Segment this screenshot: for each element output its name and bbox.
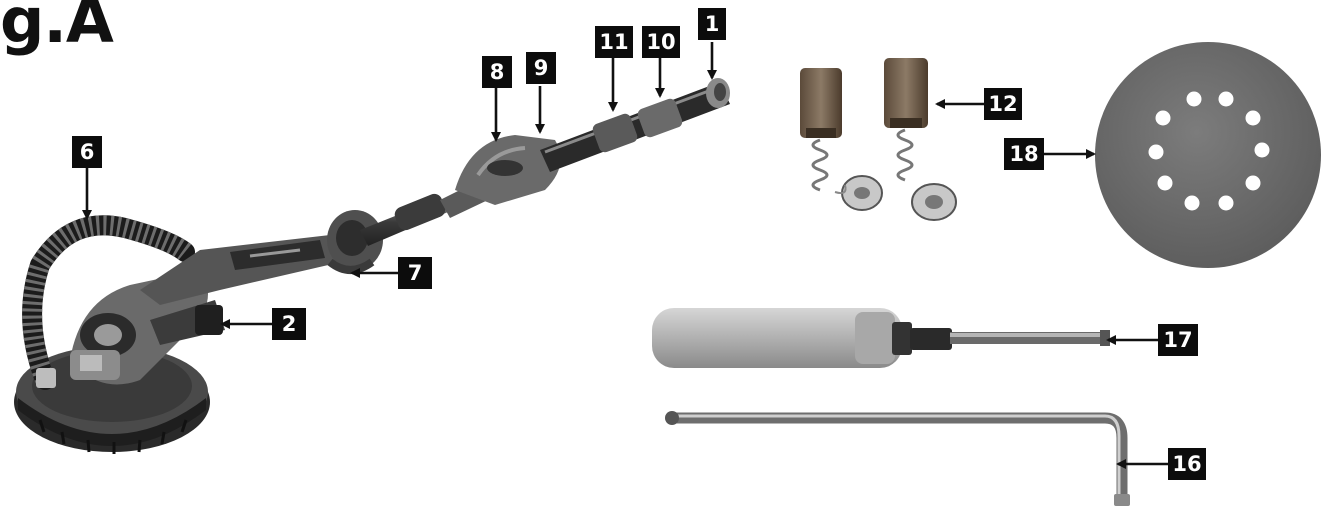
screwdriver (652, 308, 1110, 368)
drywall-sander (14, 78, 730, 454)
allen-key (665, 411, 1130, 506)
leader-arrows (82, 42, 1168, 469)
callout-9: 9 (526, 52, 556, 84)
carbon-brushes (800, 58, 957, 221)
figure-title: g.A (0, 0, 114, 57)
carbon-brush (884, 58, 928, 128)
dust-extraction-holes (1148, 91, 1270, 211)
callout-18: 18 (1004, 138, 1044, 170)
callout-7: 7 (398, 257, 432, 289)
callout-11: 11 (595, 26, 633, 58)
callout-1: 1 (698, 8, 726, 40)
callout-17: 17 (1158, 324, 1198, 356)
callout-16: 16 (1168, 448, 1206, 480)
callout-10: 10 (642, 26, 680, 58)
carbon-brush (800, 68, 842, 138)
sanding-disc (1095, 42, 1321, 268)
callout-6: 6 (72, 136, 102, 168)
callout-2: 2 (272, 308, 306, 340)
callout-12: 12 (984, 88, 1022, 120)
callout-8: 8 (482, 56, 512, 88)
